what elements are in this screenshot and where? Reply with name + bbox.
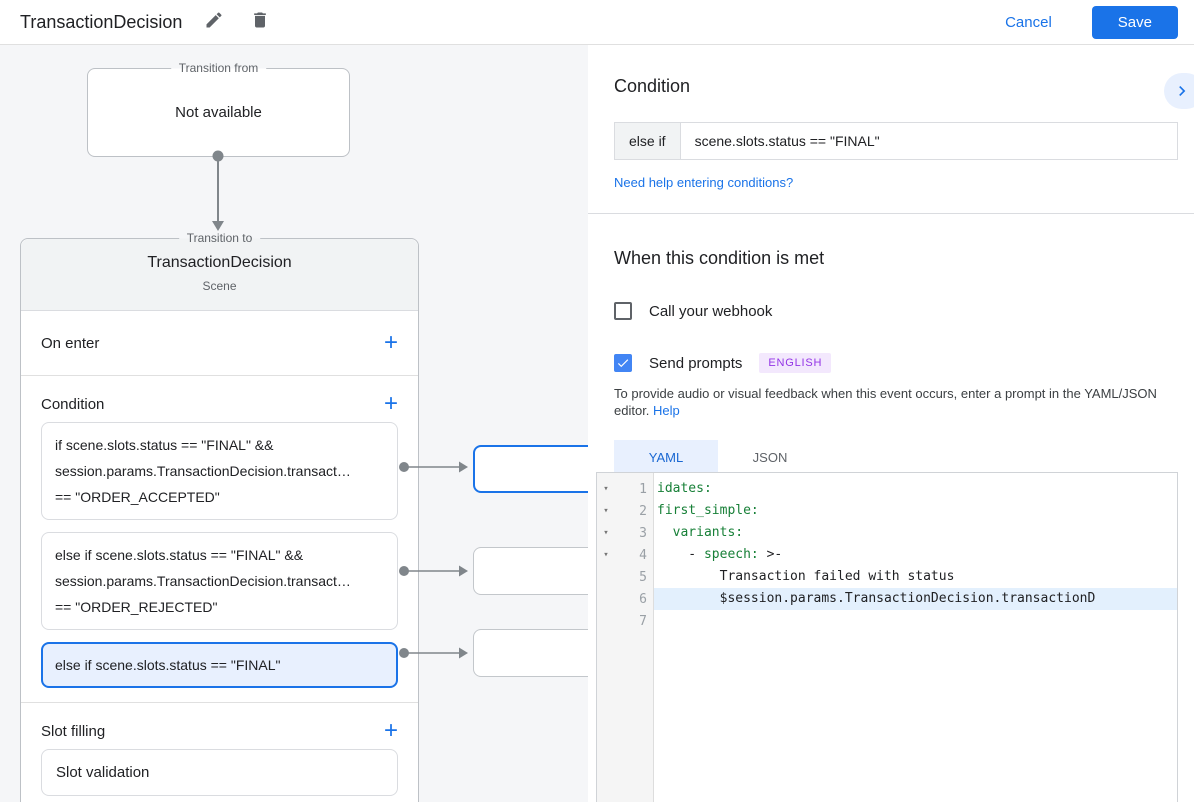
prompt-description: To provide audio or visual feedback when… [614,385,1168,419]
prompt-description-text: To provide audio or visual feedback when… [614,386,1157,418]
editor-gutter[interactable]: ▾ 1 ▾ 2 ▾ 3 ▾ 4 5 6 7 [597,473,654,802]
fold-arrow-icon[interactable]: ▾ [603,528,609,538]
delete-trash-icon[interactable] [250,10,274,34]
send-prompts-label: Send prompts [649,354,743,372]
condition-expression-input[interactable] [680,123,1177,159]
transition-from-box: Transition from Not available [87,60,350,157]
slot-filling-label: Slot filling [41,722,106,740]
scene-name: TransactionDecision [147,254,292,271]
code-line[interactable]: - speech: >- [657,547,783,562]
webhook-checkbox[interactable] [614,302,632,320]
code-line[interactable] [654,610,1177,632]
yaml-code-editor[interactable]: ▾ 1 ▾ 2 ▾ 3 ▾ 4 5 6 7 idates: first_simple: variant… [596,472,1178,802]
top-bar: TransactionDecision Cancel Save [0,0,1194,45]
save-button[interactable]: Save [1091,5,1178,39]
line-number: 2 [639,503,647,519]
fold-arrow-icon[interactable]: ▾ [603,484,609,494]
add-on-enter-button[interactable]: + [383,329,398,356]
line-number: 5 [639,569,647,585]
condition-card-list: if scene.slots.status == "FINAL" &&sessi… [21,422,418,688]
line-number: 1 [639,481,647,497]
condition-prefix-label: else if [615,123,681,159]
webhook-label: Call your webhook [649,302,773,320]
condition-detail-panel: Condition else if Need help entering con… [588,45,1194,802]
condition-section-label: Condition [41,395,105,413]
tab-yaml[interactable]: YAML [614,440,718,474]
add-condition-button[interactable]: + [383,390,398,417]
cancel-button[interactable]: Cancel [1005,13,1052,31]
line-number: 4 [639,547,647,563]
condition-card[interactable]: else if scene.slots.status == "FINAL" [41,642,398,688]
transition-from-legend: Transition from [170,60,267,77]
send-prompts-checkbox[interactable] [614,354,632,372]
scene-flow-canvas: Transition from Not available Transition… [0,45,588,802]
transition-target-box-3[interactable] [473,629,588,677]
add-slot-button[interactable]: + [383,717,398,744]
condition-card[interactable]: else if scene.slots.status == "FINAL" &&… [41,532,398,630]
on-enter-section: On enter + [21,311,418,376]
fold-arrow-icon[interactable]: ▾ [603,506,609,516]
line-number: 3 [639,525,647,541]
code-line[interactable]: $session.params.TransactionDecision.tran… [654,588,1177,610]
scene-header: TransactionDecision Scene [21,239,418,311]
page-title: TransactionDecision [20,11,183,32]
condition-section-header: Condition + [41,390,398,417]
transition-target-box-2[interactable] [473,547,588,595]
editor-code[interactable]: idates: first_simple: variants: - speech:… [654,473,1177,802]
editor-format-tabs: YAML JSON [614,440,1168,474]
webhook-option-row: Call your webhook [614,302,1168,320]
send-prompts-option-row: Send prompts ENGLISH [614,353,1168,373]
scene-type-label: Scene [202,279,237,293]
transition-to-legend: Transition to [178,230,261,247]
transition-target-box-1[interactable] [473,445,588,493]
code-line[interactable]: first_simple: [657,503,759,518]
slot-filling-section-header: Slot filling + [41,717,398,744]
tab-json[interactable]: JSON [752,449,788,465]
collapse-panel-button[interactable] [1164,73,1194,109]
panel-title: Condition [614,76,691,96]
transition-to-box: Transition to TransactionDecision Scene … [20,230,419,802]
condition-expression-row: else if [614,122,1178,160]
edit-pencil-icon[interactable] [204,10,228,34]
language-badge: ENGLISH [759,353,832,373]
chevron-right-icon [1179,86,1186,96]
when-met-title: When this condition is met [614,248,825,268]
code-line[interactable]: variants: [672,525,744,540]
code-line[interactable]: Transaction failed with status [657,569,955,584]
condition-help-link[interactable]: Need help entering conditions? [614,175,794,190]
transition-from-content: Not available [175,104,262,121]
condition-card[interactable]: if scene.slots.status == "FINAL" &&sessi… [41,422,398,520]
prompt-help-link[interactable]: Help [653,403,680,418]
line-number: 6 [639,591,647,607]
code-line[interactable]: idates: [657,481,712,496]
slot-validation-card[interactable]: Slot validation [41,749,398,796]
panel-divider [588,213,1194,214]
line-number: 7 [639,613,647,629]
fold-arrow-icon[interactable]: ▾ [603,550,609,560]
checkmark-icon [617,359,629,368]
section-divider [21,702,418,703]
on-enter-label: On enter [41,334,100,352]
